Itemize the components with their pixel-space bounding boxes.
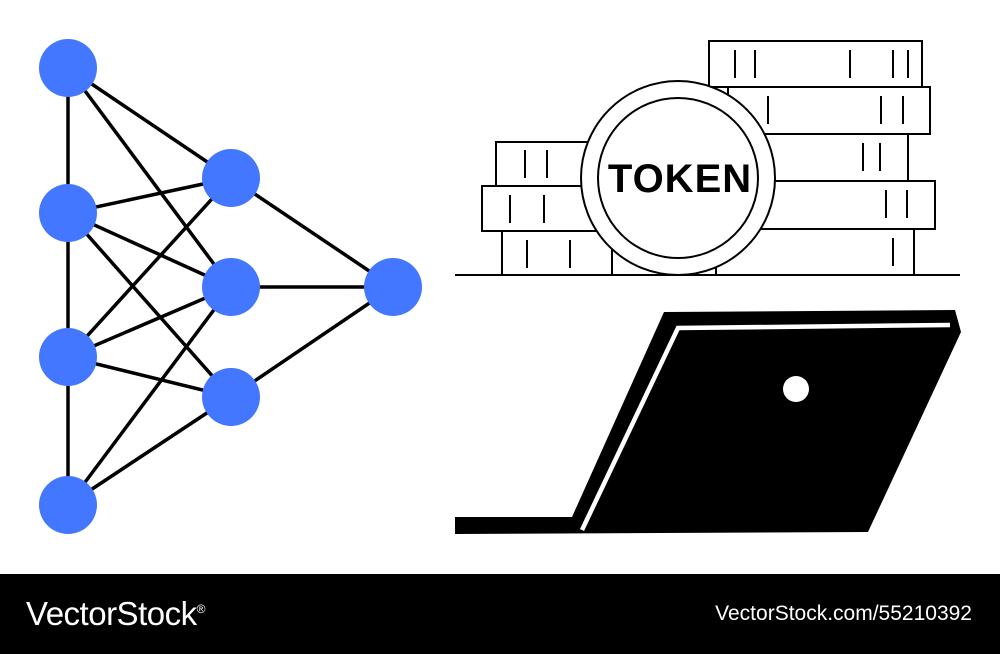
coin-label: TOKEN	[608, 157, 752, 201]
laptop-icon	[455, 310, 961, 534]
watermark-footer: VectorStock® VectorStock.com/55210392	[0, 574, 1000, 654]
hidden-node	[202, 368, 260, 426]
stock-id: VectorStock.com/55210392	[715, 602, 972, 625]
input-node	[39, 39, 97, 97]
brand-name: VectorStock	[26, 595, 197, 632]
neural-network-icon	[39, 39, 422, 534]
input-node	[39, 328, 97, 386]
input-node	[39, 476, 97, 534]
hidden-node	[202, 258, 260, 316]
webcam-icon	[783, 376, 809, 402]
hidden-node	[202, 149, 260, 207]
output-node	[364, 258, 422, 316]
illustration: TOKEN	[39, 39, 961, 534]
input-node	[39, 184, 97, 242]
token-coin-icon	[455, 40, 960, 276]
brand-logo: VectorStock®	[26, 595, 205, 633]
registered-mark: ®	[196, 602, 206, 616]
